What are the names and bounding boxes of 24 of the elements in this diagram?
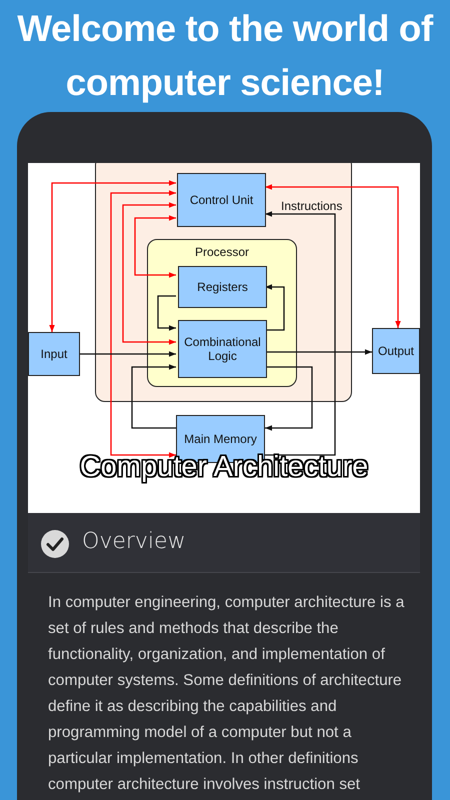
arrow — [265, 366, 313, 431]
edge-label: Instructions — [280, 199, 344, 213]
headline: Welcome to the world of computer science! — [16, 7, 434, 105]
double-arrow — [265, 184, 401, 328]
process-box: Output — [372, 328, 420, 374]
arrow — [265, 349, 372, 355]
group-title: Processor — [194, 245, 250, 259]
double-arrow — [110, 190, 176, 458]
arrow — [265, 211, 336, 456]
arrow — [157, 295, 176, 331]
arrow — [265, 284, 285, 331]
double-arrow — [49, 180, 176, 332]
process-box: Combinational Logic — [178, 320, 267, 378]
double-arrow — [134, 215, 176, 278]
body-text: In computer engineering, computer architecture is a set of rules and methods that describe the functionality, organization, and implementation of computer systems. Some definitions of architecture define it as describing the capabilities and programming model of a computer but not a particular implementation. In other definitions computer architecture involves instruction set — [48, 593, 406, 795]
process-box: Input — [28, 332, 80, 376]
group-box — [147, 239, 297, 387]
group-box — [95, 163, 352, 402]
arrow — [80, 351, 176, 357]
process-box: Control Unit — [177, 173, 266, 227]
double-arrow — [122, 202, 176, 345]
process-box: Registers — [178, 266, 267, 308]
section-title: Overview — [82, 529, 186, 554]
arrow — [131, 364, 176, 429]
